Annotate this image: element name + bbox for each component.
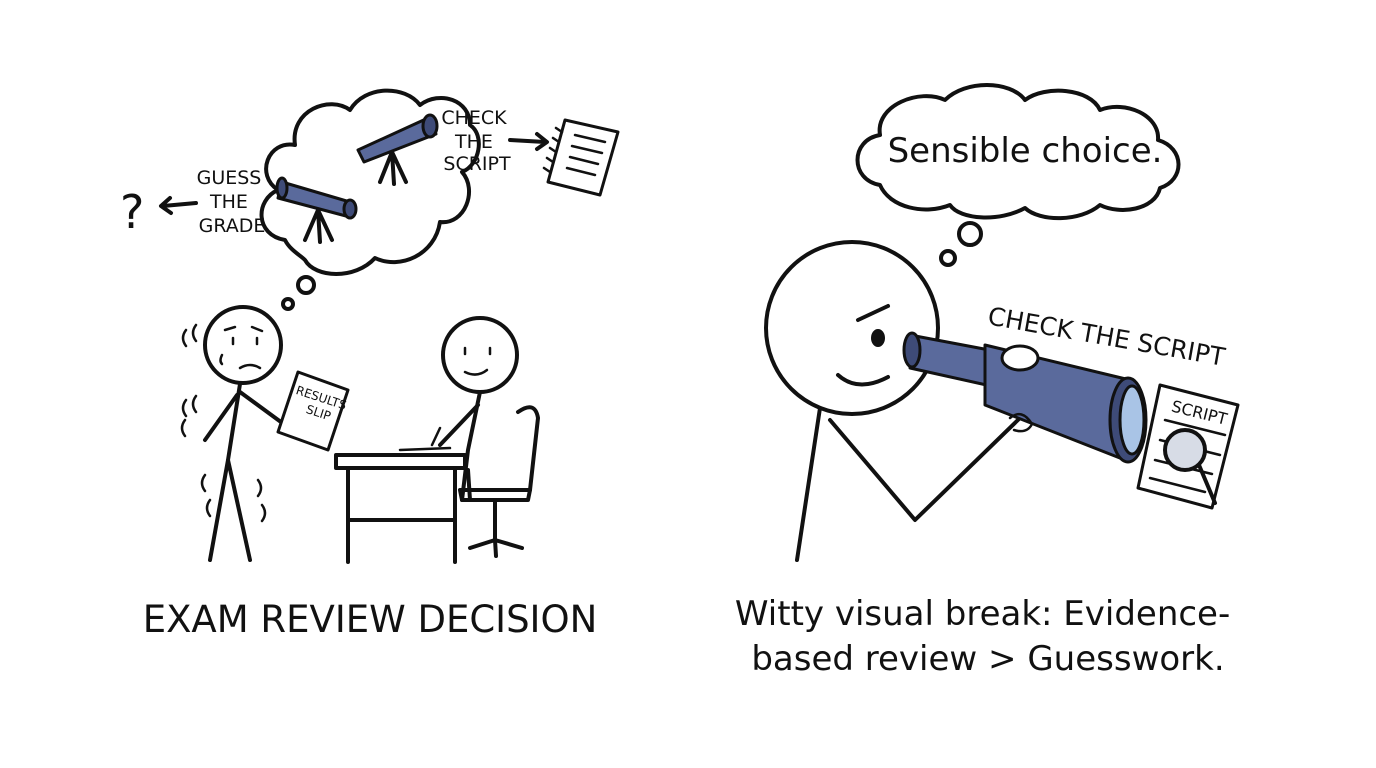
thought-bubble-dot	[957, 221, 983, 247]
thought-bubble-dot	[296, 275, 316, 295]
right-thought-cloud	[855, 83, 1181, 221]
thought-bubble-dot	[939, 249, 957, 267]
option-check-label: CHECK THE SCRIPT	[441, 107, 512, 175]
arrow-right-icon	[508, 132, 549, 151]
left-panel: ? GUESS THE GRADE CHECK THE SCRIPT	[120, 88, 620, 641]
chair-icon	[458, 405, 540, 558]
question-mark: ?	[120, 185, 144, 239]
telescope-icon	[356, 113, 439, 186]
results-slip: RESULTS SLIP	[276, 370, 350, 452]
right-caption: Witty visual break: Evidence- based revi…	[735, 594, 1241, 679]
telescope-icon	[902, 331, 1148, 464]
arrow-left-icon	[159, 196, 198, 215]
magnifier-icon	[1163, 428, 1217, 505]
telescope-icon	[275, 176, 358, 244]
right-thought-text: Sensible choice.	[888, 131, 1163, 171]
left-caption: EXAM REVIEW DECISION	[143, 598, 598, 641]
thought-bubble-dot	[281, 297, 295, 311]
right-panel: Sensible choice. CHECK THE SCRIPT SCRI	[735, 83, 1241, 679]
observer-character	[764, 240, 1022, 562]
option-guess-label: GUESS THE GRADE	[197, 167, 268, 237]
desk-icon	[334, 446, 467, 564]
examiner	[430, 316, 519, 502]
left-thought-cloud	[259, 88, 481, 276]
notebook-icon	[542, 118, 620, 197]
stressed-student	[180, 305, 287, 562]
